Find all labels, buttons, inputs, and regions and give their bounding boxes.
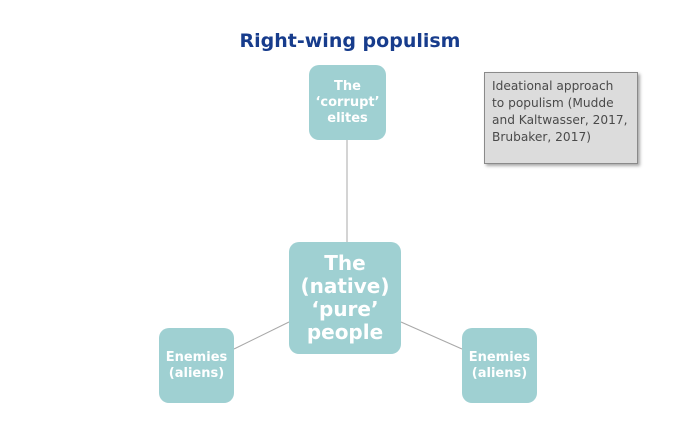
node-enemies-left-line-1: Enemies: [165, 349, 228, 365]
node-pure-people-line-2: (native): [300, 274, 390, 298]
citation-line-2: to populism (Mudde: [492, 96, 614, 110]
node-corrupt-elites: The ‘corrupt’ elites: [309, 65, 386, 140]
node-corrupt-elites-line-2: ‘corrupt’: [315, 94, 380, 110]
node-pure-people: The (native) ‘pure’ people: [289, 242, 401, 354]
citation-box: Ideational approach to populism (Mudde a…: [484, 72, 638, 164]
node-pure-people-line-4: people: [306, 320, 384, 344]
connector-center-right: [400, 321, 463, 350]
citation-line-4: Brubaker, 2017): [492, 130, 591, 144]
citation-line-3: and Kaltwasser, 2017,: [492, 113, 628, 127]
diagram-title: Right-wing populism: [239, 30, 461, 52]
connector-center-left: [233, 321, 290, 350]
node-enemies-left: Enemies (aliens): [159, 328, 234, 403]
node-corrupt-elites-line-3: elites: [327, 110, 368, 126]
node-pure-people-line-3: ‘pure’: [311, 297, 379, 321]
node-enemies-right: Enemies (aliens): [462, 328, 537, 403]
node-enemies-right-line-2: (aliens): [471, 365, 528, 381]
node-corrupt-elites-line-1: The: [334, 78, 361, 94]
node-enemies-right-line-1: Enemies: [468, 349, 531, 365]
citation-line-1: Ideational approach: [492, 79, 614, 93]
node-enemies-left-line-2: (aliens): [168, 365, 225, 381]
node-pure-people-line-1: The: [324, 251, 366, 275]
